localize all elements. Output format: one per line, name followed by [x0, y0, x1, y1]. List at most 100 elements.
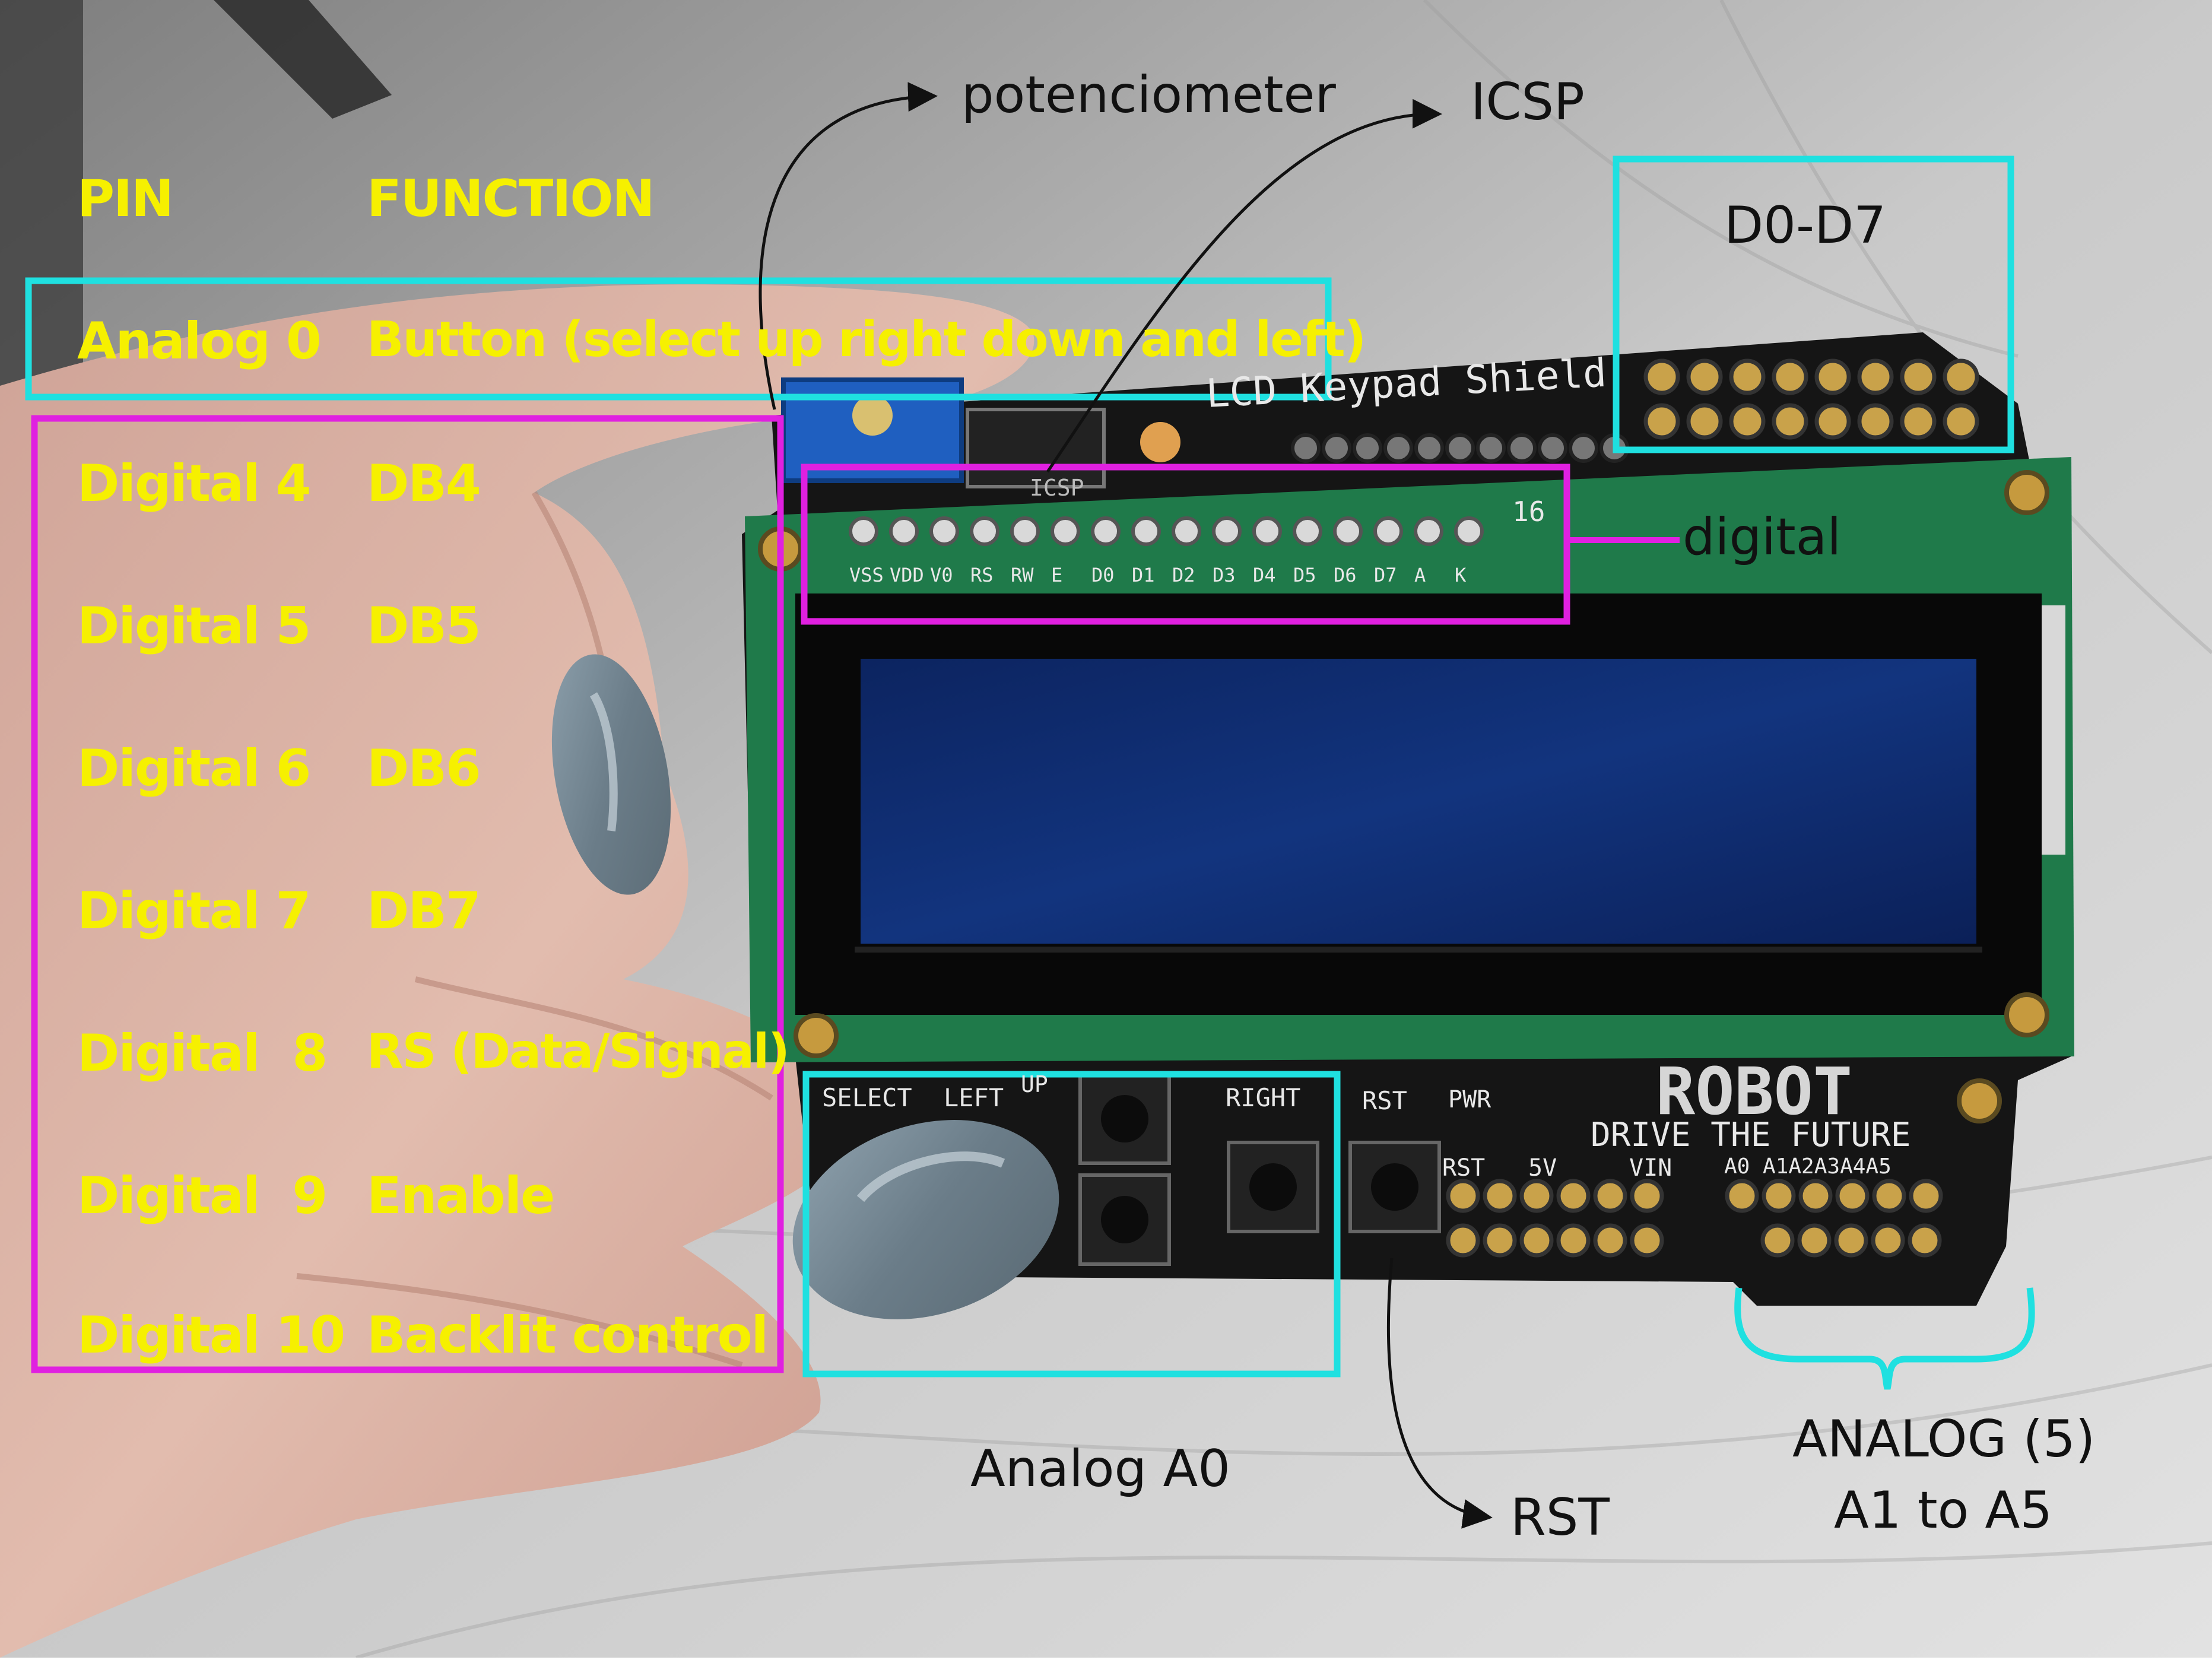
- digital-header-pin: [1772, 403, 1808, 440]
- mount-hole: [2004, 470, 2049, 515]
- lcd-pin-label: D4: [1253, 564, 1276, 586]
- digital-header-pin: [1686, 403, 1723, 440]
- header-pin: [1725, 1179, 1759, 1213]
- rst-header-label: RST: [1442, 1154, 1486, 1182]
- d0-d7-box: [1613, 155, 2014, 453]
- rst-button-label: RST: [1362, 1086, 1407, 1115]
- chair-leg-shadow: [0, 0, 83, 415]
- header-pin: [1569, 433, 1598, 463]
- header-pin: [1507, 433, 1537, 463]
- header-pin: [1835, 1179, 1870, 1213]
- header-pin: [1445, 433, 1475, 463]
- digital-header-pin: [1900, 358, 1937, 395]
- header-pin: [1872, 1179, 1906, 1213]
- lcd-pin-label: E: [1051, 564, 1063, 586]
- header-pin: [1476, 433, 1506, 463]
- digital-header-pin: [1857, 358, 1894, 395]
- analog-header-label: A0 A1A2A3A4A5: [1724, 1154, 1892, 1179]
- header-pin: [1630, 1223, 1664, 1258]
- callout-rst: RST: [1510, 1488, 1610, 1547]
- lcd-pin-label: D2: [1172, 564, 1195, 586]
- table-header-pin: PIN: [77, 169, 174, 228]
- header-pin: [1446, 1223, 1480, 1258]
- digital-header-pin: [1857, 403, 1894, 440]
- callout-d0-d7: D0-D7: [1724, 196, 1886, 255]
- analog0-table-box: [25, 277, 1332, 401]
- lcd-pin-label: VDD: [890, 564, 924, 586]
- table-row-function: DB6: [367, 739, 481, 798]
- lcd-pin: [1454, 516, 1484, 546]
- digital-header-pin: [1943, 358, 1979, 395]
- callout-potenciometer: potenciometer: [961, 65, 1336, 125]
- pwr-label: PWR: [1448, 1086, 1491, 1113]
- lcd-pins-box: [801, 464, 1570, 625]
- table-row-pin: Digital 4: [77, 454, 311, 513]
- lcd-pin: [1010, 516, 1040, 546]
- lcd-pin: [849, 516, 878, 546]
- select-label: SELECT: [822, 1083, 912, 1112]
- lcd-pin-label: RW: [1011, 564, 1034, 586]
- table-row-pin: Digital 8: [77, 1024, 328, 1083]
- lcd-pin: [1252, 516, 1282, 546]
- lcd-pin-label: D5: [1293, 564, 1316, 586]
- header-pin: [1797, 1223, 1832, 1258]
- lcd-pin-header: [849, 516, 1484, 546]
- lcd-pin: [889, 516, 919, 546]
- callout-a1-to-a5: A1 to A5: [1834, 1481, 2053, 1540]
- keypad-box: [802, 1071, 1341, 1377]
- callout-analog-5: ANALOG (5): [1792, 1410, 2096, 1469]
- digital-header-pin: [1814, 403, 1851, 440]
- header-pin: [1908, 1223, 1942, 1258]
- digital-header-pin: [1729, 358, 1766, 395]
- digital-header-pin: [1643, 358, 1680, 395]
- table-row-pin: Digital 6: [77, 739, 311, 798]
- thumb-nail: [792, 1120, 1059, 1319]
- table-row-function: DB7: [367, 881, 481, 941]
- brand-text: ROBOT: [1656, 1053, 1853, 1129]
- lcd-pin: [970, 516, 999, 546]
- table-row-pin: Analog 0: [77, 312, 322, 371]
- header-pin: [1834, 1223, 1868, 1258]
- table-row-function: RS (Data/Signal): [367, 1024, 790, 1079]
- table-row-function: Enable: [367, 1166, 555, 1226]
- header-pin: [1291, 433, 1321, 463]
- lcd-pin: [1414, 516, 1443, 546]
- table-row-pin: Digital 9: [77, 1166, 328, 1226]
- pin-count-label: 16: [1512, 496, 1545, 528]
- icsp-silk: ICSP: [1030, 475, 1084, 501]
- mount-hole: [2004, 992, 2049, 1037]
- header-pin: [1630, 1179, 1664, 1213]
- chair-leg: [214, 0, 392, 119]
- lcd-pin-label: V0: [930, 564, 953, 586]
- digital-table-box: [31, 415, 784, 1373]
- rst-arrow: [1386, 1258, 1493, 1529]
- lcd-pin: [1091, 516, 1121, 546]
- header-pin: [1556, 1179, 1591, 1213]
- digital-header-pin: [1643, 403, 1680, 440]
- hand: [0, 284, 1034, 1658]
- analog-brace: [1734, 1287, 2035, 1390]
- digital-header-pin: [1729, 403, 1766, 440]
- table-row-pin: Digital 5: [77, 596, 311, 656]
- potenciometer-arrow: [759, 82, 938, 410]
- lcd-pin: [1172, 516, 1201, 546]
- lcd-pin: [1051, 516, 1080, 546]
- lcd-pin-label: D0: [1091, 564, 1115, 586]
- lcd-pin-label: RS: [970, 564, 994, 586]
- digital-header-pin: [1943, 403, 1979, 440]
- lcd-pin-label: D3: [1213, 564, 1236, 586]
- mount-hole: [794, 1013, 839, 1058]
- digital-header-pin: [1814, 358, 1851, 395]
- header-pin: [1519, 1179, 1554, 1213]
- table-row-function: Backlit control: [367, 1306, 769, 1365]
- left-label: LEFT: [944, 1083, 1004, 1112]
- table-header-function: FUNCTION: [367, 169, 655, 228]
- icsp-arrow: [1046, 99, 1442, 473]
- lcd-pin-label: D6: [1334, 564, 1357, 586]
- header-pin: [1483, 1223, 1517, 1258]
- header-pin: [1909, 1179, 1943, 1213]
- header-pin: [1483, 1179, 1517, 1213]
- header-pin: [1538, 433, 1567, 463]
- header-pin: [1322, 433, 1351, 463]
